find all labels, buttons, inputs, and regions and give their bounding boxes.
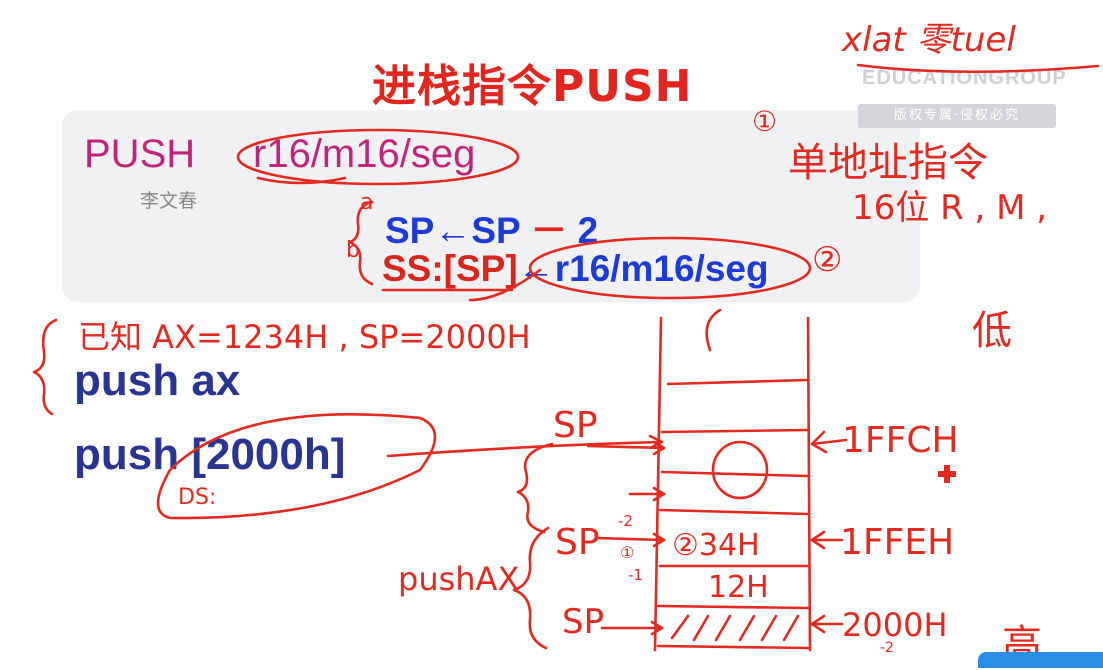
step1-op: － bbox=[530, 210, 568, 251]
arrow-sp-top bbox=[586, 444, 666, 450]
annotation-circle-2: ② bbox=[812, 240, 843, 280]
annotation-top-right: xlat 零tuel bbox=[842, 20, 1016, 60]
annotation-16bit: 16位 R , M , bbox=[852, 188, 1048, 228]
step1-arrow: ← bbox=[434, 210, 472, 251]
code-line-push-mem: push [2000h] bbox=[74, 430, 346, 479]
circle-step2-operand bbox=[528, 236, 812, 300]
stack-line-6 bbox=[656, 604, 810, 610]
push-operand: r16/m16/seg bbox=[253, 132, 476, 176]
stack-line-4 bbox=[658, 508, 810, 516]
annotation-minus-2: -2 bbox=[618, 512, 633, 530]
brand-logo bbox=[978, 652, 1103, 668]
address-1ffch: 1FFCH bbox=[842, 420, 959, 461]
sp-label-bottom: SP bbox=[562, 602, 605, 642]
sp-label-top: SP bbox=[553, 405, 598, 446]
underline-top-right bbox=[856, 63, 1100, 74]
sp-label-mid: SP bbox=[555, 522, 600, 563]
author-name: 李文春 bbox=[140, 190, 198, 212]
arrowhead-mem bbox=[648, 434, 664, 450]
annotation-ds: DS: bbox=[178, 485, 217, 510]
watermark-text: EDUCATIONGROUP bbox=[862, 67, 1067, 89]
arrowhead-unlabeled bbox=[652, 486, 666, 502]
step1-rhs: SP bbox=[471, 210, 521, 251]
annotation-circle-1: ① bbox=[752, 105, 778, 138]
push-keyword: PUSH bbox=[84, 132, 196, 176]
arrowhead-sp-top bbox=[652, 440, 666, 456]
arrow-mem-to-stack bbox=[386, 440, 662, 458]
annotation-label-b: b bbox=[346, 238, 360, 263]
brace-pushax bbox=[512, 526, 550, 650]
code-line-push-ax: push ax bbox=[74, 356, 241, 405]
stack-line-3 bbox=[660, 470, 810, 478]
watermark-badge: 版权专属·侵权必究 bbox=[858, 104, 1056, 128]
arrowhead-sp-bottom bbox=[650, 620, 664, 636]
annotation-given-values: 已知 AX=1234H , SP=2000H bbox=[78, 318, 531, 356]
annotation-low: 低 bbox=[972, 308, 1012, 354]
connector-sp bbox=[468, 268, 542, 302]
arrow-1ffch bbox=[810, 438, 848, 446]
circle-push-operand bbox=[236, 128, 520, 186]
brace-steps bbox=[348, 200, 374, 286]
stack-line-7 bbox=[656, 644, 810, 650]
address-sub-minus-2: -2 bbox=[880, 640, 894, 656]
stack-line-2 bbox=[660, 428, 810, 434]
annotation-minus-1: -1 bbox=[628, 566, 643, 584]
annotation-pushax: pushAX bbox=[398, 560, 520, 598]
stack-left-wall bbox=[653, 316, 663, 652]
arrowhead-2000h bbox=[810, 614, 826, 634]
underline-r16 bbox=[256, 176, 347, 185]
step2-rhs: r16/m16/seg bbox=[554, 248, 769, 289]
arrowhead-1ffch bbox=[810, 430, 828, 454]
brace-sp-top bbox=[516, 442, 554, 534]
step-sp-decrement: SP←SP － 2 bbox=[385, 200, 598, 254]
address-2000h: 2000H bbox=[842, 606, 948, 644]
slide-title: 进栈指令PUSH bbox=[372, 61, 693, 112]
stack-circle-mark bbox=[711, 440, 769, 500]
stack-right-wall bbox=[806, 316, 812, 652]
arrow-step2-to-stack bbox=[705, 308, 722, 352]
step1-num: 2 bbox=[577, 210, 599, 251]
brace-given bbox=[32, 318, 58, 416]
step-store: SS:[SP]←r16/m16/seg bbox=[382, 248, 769, 290]
stack-hatch bbox=[670, 614, 800, 642]
stack-cell-12h: 12H bbox=[708, 570, 769, 605]
annotation-single-address: 单地址指令 bbox=[788, 140, 988, 186]
annotation-circle-1-stack: ① bbox=[620, 543, 635, 562]
arrowhead-sp-mid bbox=[652, 532, 666, 548]
stack-cell-34h: ②34H bbox=[672, 528, 760, 563]
cursor-plus-icon bbox=[938, 465, 956, 483]
arrowhead-1ffeh bbox=[810, 530, 826, 550]
stack-line-1 bbox=[666, 378, 810, 386]
step2-lhs: SS:[SP] bbox=[382, 248, 518, 289]
address-1ffeh: 1FFEH bbox=[840, 522, 955, 563]
circle-push-mem bbox=[156, 413, 437, 520]
arrow-sp-mid bbox=[594, 536, 666, 542]
step1-lhs: SP bbox=[385, 210, 435, 251]
